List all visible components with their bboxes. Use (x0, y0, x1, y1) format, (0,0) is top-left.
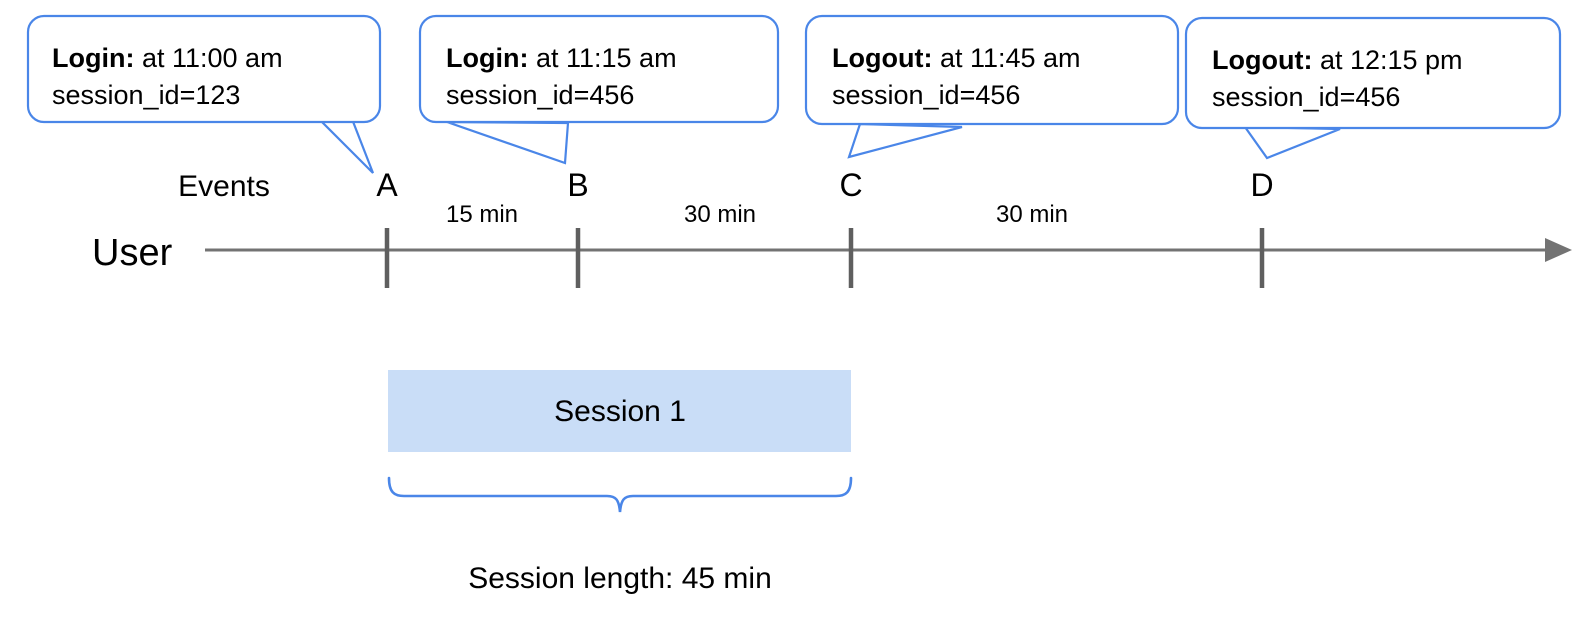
callout-b-rest: at 11:15 am (528, 43, 676, 73)
callout-a: Login: at 11:00 am session_id=123 (26, 14, 382, 174)
timeline-arrowhead (1545, 238, 1572, 262)
callout-b-line2: session_id=456 (446, 80, 634, 110)
callout-d-line1: Logout: at 12:15 pm (1212, 45, 1463, 75)
callout-a-line2: session_id=123 (52, 80, 240, 110)
session-length-label: Session length: 45 min (468, 562, 772, 595)
session-bar-label: Session 1 (554, 395, 686, 428)
duration-label-bc: 30 min (684, 201, 756, 228)
duration-label-ab: 15 min (446, 201, 518, 228)
events-lane-label: Events (178, 170, 270, 203)
callout-a-lead: Login: (52, 43, 134, 73)
callout-d-lead: Logout: (1212, 45, 1312, 75)
session-bar (388, 370, 851, 452)
callout-a-bubble (26, 14, 382, 124)
callout-c: Logout: at 11:45 am session_id=456 (804, 14, 1180, 159)
callout-b-bubble (418, 14, 780, 124)
callout-b-lead: Login: (446, 43, 528, 73)
callout-c-tail (847, 122, 963, 159)
user-lane-label: User (92, 232, 173, 274)
callout-d-bubble (1184, 16, 1562, 130)
duration-label-cd: 30 min (996, 201, 1068, 228)
callout-d-tail (1242, 125, 1341, 160)
callout-c-bubble (804, 14, 1180, 126)
event-label-d: D (1250, 167, 1273, 203)
callout-c-line2: session_id=456 (832, 80, 1020, 110)
event-label-b: B (567, 167, 588, 203)
callout-b-line1: Login: at 11:15 am (446, 43, 677, 73)
callout-b-tail (446, 120, 570, 165)
event-label-c: C (839, 167, 862, 203)
callout-a-line1: Login: at 11:00 am (52, 43, 283, 73)
callout-d-line2: session_id=456 (1212, 82, 1400, 112)
event-label-a: A (376, 167, 398, 203)
session-brace (387, 476, 853, 513)
callout-b: Login: at 11:15 am session_id=456 (418, 14, 780, 165)
callout-c-line1: Logout: at 11:45 am (832, 43, 1081, 73)
callout-a-rest: at 11:00 am (134, 43, 282, 73)
callout-d-rest: at 12:15 pm (1312, 45, 1462, 75)
callout-c-lead: Logout: (832, 43, 932, 73)
callout-c-rest: at 11:45 am (932, 43, 1080, 73)
callout-d: Logout: at 12:15 pm session_id=456 (1184, 16, 1562, 160)
callout-a-tail (315, 116, 375, 174)
